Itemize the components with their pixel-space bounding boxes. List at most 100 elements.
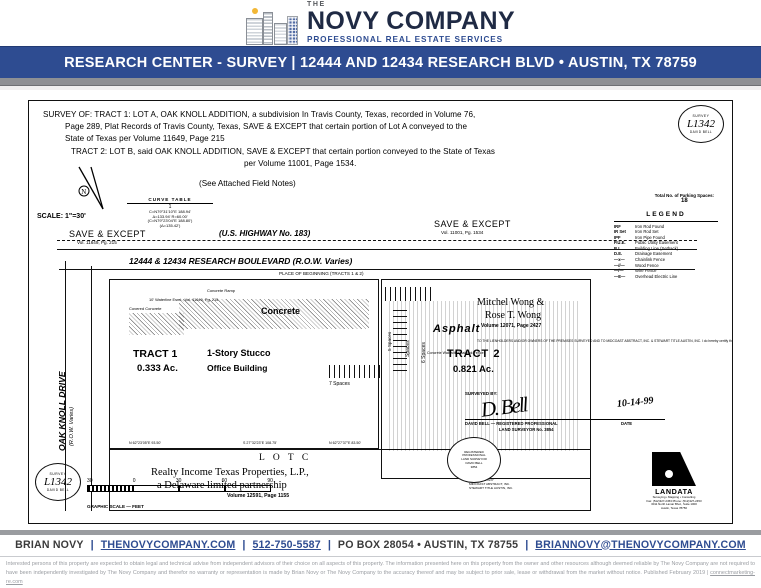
parking-count: 18 bbox=[681, 198, 688, 205]
legend-key: IPF bbox=[614, 234, 621, 240]
seal-top-text: SURVEY bbox=[692, 114, 710, 118]
date-label: DATE bbox=[621, 421, 633, 426]
logo-tagline: PROFESSIONAL REAL ESTATE SERVICES bbox=[306, 34, 504, 44]
page-title: RESEARCH CENTER - SURVEY | 12444 AND 124… bbox=[64, 54, 697, 71]
sun-accent-icon bbox=[251, 8, 258, 15]
contact-address: PO BOX 28054 • AUSTIN, TX 78755 bbox=[337, 538, 519, 551]
gray-divider bbox=[0, 78, 761, 86]
legend-value: Drainage Easement bbox=[635, 251, 673, 257]
curve-row-0: C=N79°31'10"E 188.94' bbox=[148, 208, 192, 214]
contact-separator: | bbox=[90, 538, 94, 551]
legend-value: Iron Rod Found bbox=[635, 223, 665, 229]
lot-c-boundary bbox=[109, 449, 591, 511]
page-title-band: RESEARCH CENTER - SURVEY | 12444 AND 124… bbox=[0, 46, 761, 78]
tract-1-acreage: 0.333 Ac. bbox=[137, 363, 178, 374]
legend-key: —x— bbox=[614, 256, 625, 262]
lot-c-owner-1: Realty Income Texas Properties, L.P., bbox=[151, 467, 309, 478]
contact-phone-link[interactable]: 512-750-5587 bbox=[252, 538, 321, 551]
contact-email-link[interactable]: BRIANNOVY@THENOVYCOMPANY.COM bbox=[535, 538, 746, 551]
building-bar-1 bbox=[245, 18, 263, 46]
legend-heading: LEGEND bbox=[614, 211, 718, 222]
tract-1-boundary bbox=[109, 279, 379, 449]
legend-key: B.L. bbox=[614, 246, 632, 252]
curb-fence-note: Concrete Wall with Chainlink Fence bbox=[427, 351, 484, 355]
survey-drawing[interactable]: SURVEY OF: TRACT 1: LOT A, OAK KNOLL ADD… bbox=[28, 100, 733, 524]
curve-table-heading: CURVE TABLE bbox=[127, 197, 213, 204]
graphic-scale-bar: 30 0 30 60 90 GRAPHIC SCALE — FEET bbox=[87, 478, 277, 509]
curve-row-2: (C=N79°23'04"E 188.80') bbox=[147, 218, 193, 224]
bearing-note-2: N 62°27'37"E 83.50' bbox=[329, 441, 362, 445]
legend-value: Iron Rod Set bbox=[635, 229, 659, 235]
road-edge-lower bbox=[59, 269, 695, 271]
north-arrow-icon: N bbox=[78, 166, 104, 210]
curve-table: CURVE TABLE 1 C=N79°31'10"E 188.94' Δ=13… bbox=[127, 197, 213, 229]
covered-concrete-area bbox=[129, 313, 184, 335]
side-street-label: OAK KNOLL DRIVE bbox=[57, 371, 67, 451]
scale-tick-1: 0 bbox=[132, 478, 136, 484]
adjoining-owner-line-1: Mitchel Wong & bbox=[477, 297, 545, 308]
tract-2-name: TRACT 2 bbox=[447, 348, 501, 360]
survey-date-handwritten: 10-14-99 bbox=[616, 395, 655, 410]
light-divider bbox=[0, 86, 761, 90]
legend-value: Chainlink Fence bbox=[635, 256, 666, 262]
legend-item: B.L.Building Line (Setback) bbox=[614, 246, 718, 252]
building-skyline-icon bbox=[245, 8, 298, 46]
svg-text:N: N bbox=[81, 188, 86, 196]
waterline-easement-label: 10' Waterline Esmt., Vol. 11649, Pg. 215 bbox=[149, 297, 219, 302]
tract-1-improvement-1: 1-Story Stucco bbox=[207, 348, 271, 358]
scale-note: SCALE: 1"=30' bbox=[37, 213, 86, 220]
footer-contact-bar: BRIAN NOVY | THENOVYCOMPANY.COM | 512-75… bbox=[0, 535, 761, 554]
scale-tick-3: 60 bbox=[221, 478, 228, 484]
survey-sheet-area: SURVEY OF: TRACT 1: LOT A, OAK KNOLL ADD… bbox=[0, 90, 761, 530]
scale-tick-4: 90 bbox=[267, 478, 273, 484]
legend-key: IR Set bbox=[614, 229, 626, 235]
brand-header: THE NOVY COMPANY PROFESSIONAL REAL ESTAT… bbox=[0, 0, 761, 46]
field-notes-note: (See Attached Field Notes) bbox=[199, 179, 296, 188]
landata-line-4: Austin, Texas 78756 bbox=[661, 506, 687, 511]
tract-1-name: TRACT 1 bbox=[133, 348, 178, 360]
lot-c-reference: Volume 12591, Page 1155 bbox=[227, 493, 290, 499]
legend-item: P.U.E. Public Utility Easement bbox=[614, 240, 718, 246]
scale-tick-0: 30 bbox=[87, 478, 93, 484]
surveyor-name-line-2: LAND SURVEYOR No. 3854 bbox=[499, 427, 554, 432]
legend-value: Wire Fence bbox=[635, 268, 657, 274]
disclaimer-link[interactable]: connectmarketing-re.com bbox=[6, 569, 755, 585]
legend-value: Iron Pipe Found bbox=[635, 234, 665, 240]
rpls-seal-line-4: DAVID BELL bbox=[465, 460, 483, 465]
concrete-area-1 bbox=[179, 299, 369, 329]
legend-key: —E— bbox=[614, 273, 626, 279]
rpls-seal-line-2: PROFESSIONAL bbox=[462, 453, 486, 458]
landata-line-3: 3011 North Lamar Blvd., Suite 1000 bbox=[651, 502, 697, 507]
parking-stalls-north bbox=[385, 287, 435, 301]
disclaimer-area: Interested persons of this property are … bbox=[0, 556, 761, 588]
legend-item: —E—Overhead Electric Line bbox=[614, 274, 718, 280]
legend-key: —//— bbox=[614, 262, 625, 268]
surveyor-seal-top: SURVEY L1342 DAVID BELL bbox=[678, 105, 724, 143]
disclaimer-body: Interested persons of this property are … bbox=[6, 561, 755, 576]
surveyor-name-line-1: DAVID BELL — REGISTERED PROFESSIONAL bbox=[465, 421, 558, 426]
asphalt-label: Asphalt bbox=[433, 323, 481, 335]
legend-key: D.E. bbox=[614, 251, 623, 257]
surveyor-seal-bottom: SURVEY L1342 DAVID BELL bbox=[35, 463, 81, 501]
logo-wordmark: THE NOVY COMPANY PROFESSIONAL REAL ESTAT… bbox=[307, 1, 515, 45]
curve-row-3: (Δ=135.42') bbox=[159, 223, 181, 229]
legend-key: P.U.E. bbox=[614, 240, 626, 246]
legend: LEGEND IRF Iron Rod Found IR Set Iron Rod … bbox=[614, 211, 718, 279]
survey-title-line-2: Page 289, Plat Records of Travis County,… bbox=[65, 122, 468, 131]
legend-item: IRF Iron Rod Found bbox=[614, 224, 718, 230]
legend-key: IRF bbox=[614, 223, 621, 229]
footer-rule bbox=[0, 530, 761, 535]
landata-logo-dot bbox=[665, 469, 673, 478]
parking-stalls-mid bbox=[329, 365, 381, 378]
save-except-label-2: SAVE & EXCEPT bbox=[434, 219, 511, 229]
covered-concrete-label: Covered Concrete bbox=[129, 306, 162, 311]
asphalt-area bbox=[389, 301, 579, 451]
contact-website-link[interactable]: THENOVYCOMPANY.COM bbox=[100, 538, 236, 551]
save-except-ref-1: Vol. 11649, Pg. 215 bbox=[77, 240, 117, 245]
legend-value: Public Utility Easement bbox=[635, 240, 678, 246]
building-bar-4 bbox=[286, 16, 298, 46]
building-bar-2 bbox=[262, 12, 273, 46]
adjoining-owner-line-2: Rose T. Wong bbox=[485, 310, 542, 321]
rpls-seal-line-5: 3854 bbox=[470, 464, 478, 469]
